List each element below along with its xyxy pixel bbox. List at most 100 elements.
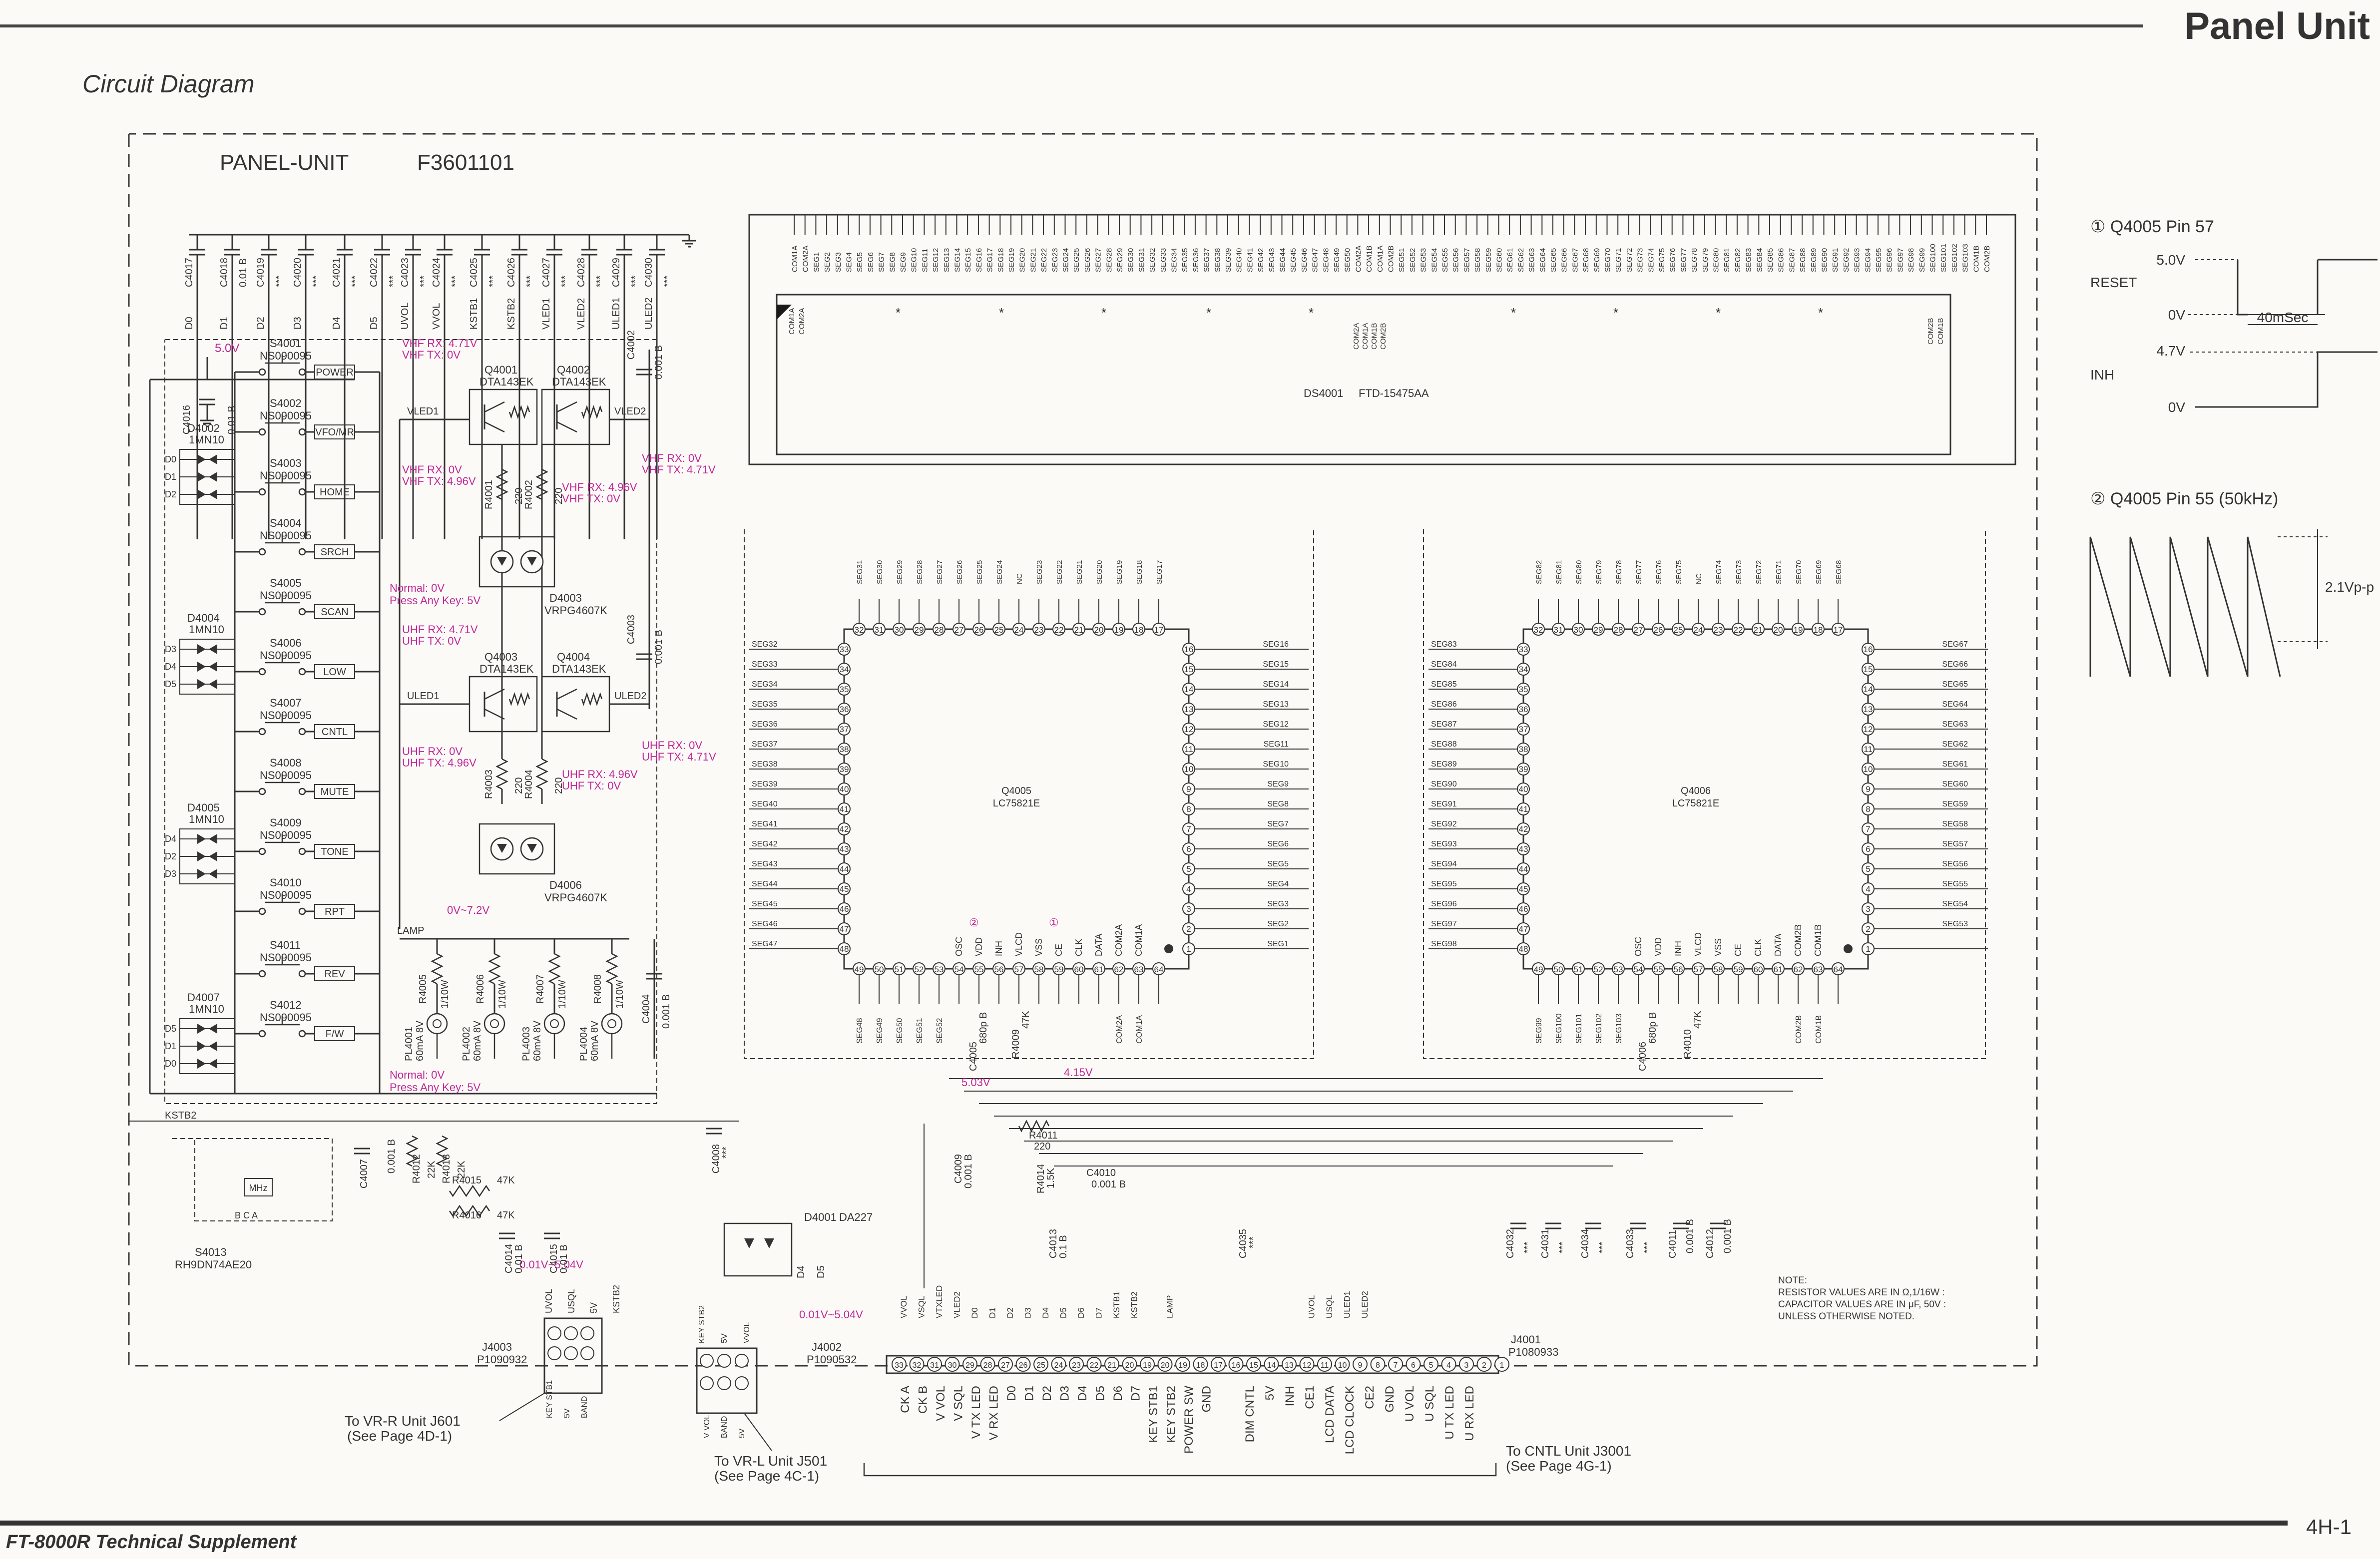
lcd-pin-label: SEG31	[1137, 248, 1146, 272]
svg-text:*: *	[1309, 305, 1314, 320]
capacitor-value: ***	[450, 275, 461, 287]
ic-pin-label: SEG14	[1263, 680, 1289, 689]
ic-pin-number: 44	[840, 864, 849, 874]
lcd-pin-label: SEG44	[1279, 248, 1287, 272]
label: 0.001 B	[1685, 1219, 1696, 1253]
ic-pin-number: 53	[935, 965, 944, 974]
connector-part: P1090932	[477, 1353, 527, 1366]
label: R4013	[441, 1154, 452, 1183]
lcd-pin-label: SEG62	[1517, 248, 1525, 272]
switch-key-label: VFO/MR	[315, 427, 354, 438]
ic-pin-number: 43	[1519, 844, 1528, 854]
lcd-pin-label: SEG18	[996, 248, 1005, 272]
ic-pin-label: SEG89	[1431, 760, 1457, 769]
ic-pin-label: SEG23	[1035, 560, 1044, 584]
lcd-pin-label: COM1B	[1365, 246, 1374, 272]
connector-signal: CK B	[917, 1386, 930, 1414]
label: INH	[2090, 367, 2114, 383]
ic-pin-label: SEG81	[1555, 560, 1563, 584]
lcd-pin-label: SEG38	[1213, 248, 1222, 272]
ic-pin-number: 13	[1184, 705, 1194, 714]
lcd-pin-label: COM1A	[1376, 246, 1385, 272]
bus-label: D3	[292, 317, 303, 330]
svg-text:*: *	[1206, 305, 1211, 320]
ic-pin-label: SEG3	[1267, 900, 1289, 908]
page-number: 4H-1	[2306, 1515, 2352, 1539]
label: C4035	[1238, 1229, 1249, 1258]
label: C4032	[1505, 1229, 1516, 1258]
lcd-pin-label: SEG15	[964, 248, 972, 272]
diode-ref: D4002	[187, 422, 220, 434]
lcd-pin-label: SEG81	[1723, 248, 1731, 272]
ic-pin-number: 13	[1864, 705, 1873, 714]
ic-pin-label: SEG92	[1431, 820, 1457, 828]
svg-text:*: *	[1716, 305, 1721, 320]
lcd-pin-label: SEG42	[1257, 248, 1265, 272]
ic-pin-number: 14	[1184, 685, 1194, 694]
ic-pin-number: 45	[840, 884, 849, 894]
ic-pin-label: SEG90	[1431, 780, 1457, 788]
capacitor-ref: C4025	[469, 258, 479, 287]
label: R4006	[475, 974, 486, 1004]
lamp-ref: PL4003	[521, 1027, 532, 1061]
lcd-pin-label: SEG45	[1289, 248, 1298, 272]
lcd-pin-label: SEG33	[1159, 248, 1168, 272]
ic-part: LC75821E	[1672, 798, 1720, 809]
bus-label: KSTB2	[506, 298, 517, 330]
ic-pin-number: 32	[855, 625, 864, 635]
label: C4002	[626, 330, 637, 360]
lcd-pin-label: SEG11	[921, 249, 929, 272]
switch-part: NS090095	[260, 469, 312, 482]
switch-part: NS090095	[260, 769, 312, 781]
ic-pin-label: SEG10	[1263, 760, 1289, 769]
label: 1/10W	[557, 980, 568, 1009]
ic-pin-label: SEG91	[1431, 800, 1457, 808]
lamp-part: 60mA 8V	[532, 1020, 543, 1061]
switch-ref: S4004	[270, 517, 302, 529]
connector-pin-number: 20	[1161, 1361, 1170, 1370]
lcd-pin-label: COM2B	[1387, 246, 1396, 272]
ic-pin-number: 56	[994, 965, 1004, 974]
label: C4005	[968, 1042, 979, 1071]
ic-pin-label: SEG100	[1555, 1013, 1563, 1044]
label: COM2B	[1379, 323, 1388, 350]
ic-pin-number: 40	[1519, 784, 1528, 794]
connector-signal: D0	[970, 1307, 979, 1318]
connector-signal: KSTB1	[1112, 1291, 1121, 1318]
ic-pin-number: 50	[1554, 965, 1563, 974]
connector-signal: 5V	[589, 1302, 599, 1313]
ic-pin-label: SEG57	[1942, 840, 1968, 848]
ic-pin-label: INH	[1673, 941, 1683, 956]
ic-pin-label: SEG102	[1595, 1013, 1603, 1044]
label: R4012	[411, 1154, 422, 1183]
label: C4031	[1540, 1229, 1551, 1258]
ic-pin-label: SEG32	[752, 640, 778, 649]
transistor-ref: Q4002	[557, 364, 590, 376]
lcd-pin-label: SEG19	[1007, 248, 1016, 272]
lcd-pin-label: SEG66	[1560, 248, 1569, 272]
bus-label: KSTB1	[469, 298, 479, 330]
diode-pin: D0	[165, 1059, 176, 1069]
label: 0.1 B	[1058, 1235, 1069, 1258]
ic-pin-number: 55	[974, 965, 984, 974]
connector-signal: 5V	[720, 1333, 729, 1343]
lcd-pin-label: SEG20	[1018, 248, 1027, 272]
ic-pin-label: SEG98	[1431, 940, 1457, 948]
lcd-pin-label: SEG70	[1604, 248, 1612, 272]
label: R4001	[483, 480, 494, 509]
connector-signal: USQL	[566, 1289, 576, 1313]
label: C4016	[181, 405, 192, 434]
ic-pin-label: OSC	[954, 937, 964, 956]
lcd-pin-label: SEG22	[1040, 248, 1048, 272]
ic-pin-label: SEG59	[1942, 800, 1968, 808]
label: D4	[796, 1265, 807, 1278]
switch-part: NS090095	[260, 829, 312, 841]
lcd-pin-label: SEG5	[856, 252, 864, 272]
label: 0.001 B	[1722, 1219, 1733, 1253]
lcd-pin-label: SEG29	[1116, 248, 1124, 272]
ic-pin-label: SEG62	[1942, 740, 1968, 749]
label: 22K	[426, 1161, 437, 1178]
capacitor-ref: C4029	[611, 258, 622, 287]
ic-pin-number: 52	[1594, 965, 1603, 974]
